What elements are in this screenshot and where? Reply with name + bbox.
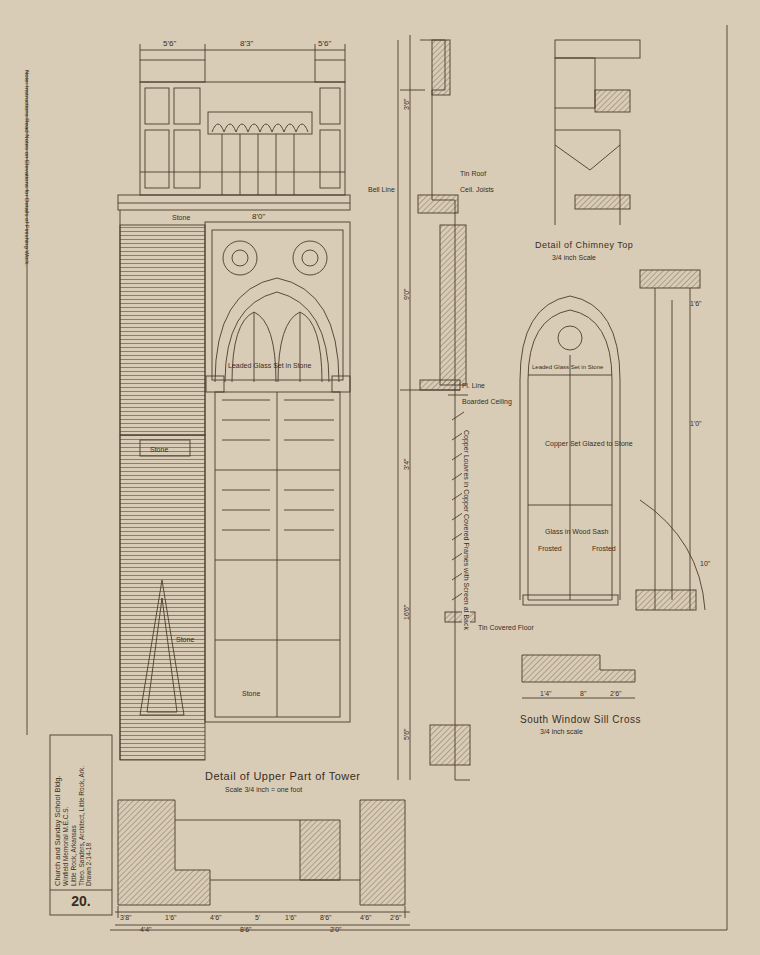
title-block-line: Theo. Sanders, Architect, Little Rock, A… (78, 739, 86, 886)
annotation-label: Note: Instructions Read Notes on Elevati… (23, 70, 30, 266)
annotation-label: Bell Line (368, 186, 395, 194)
annotation-label: Copper Louvres in Copper Covered Frames … (462, 430, 470, 630)
drawing-title: South Window Sill Cross (520, 714, 641, 725)
annotation-label: Stone (242, 690, 260, 698)
drawing-title: Detail of Upper Part of Tower (205, 770, 361, 782)
annotation-label: 8'6" (320, 914, 332, 922)
annotation-label: 4'6" (210, 914, 222, 922)
annotation-label: Copper Set Glazed to Stone (545, 440, 633, 448)
annotation-label: 3'6" (403, 98, 411, 110)
annotation-label: Leaded Glass Set in Stone (228, 362, 311, 370)
annotation-label: 3'4" (403, 458, 411, 470)
annotation-label: 1'6" (690, 300, 702, 308)
annotation-label: 8" (580, 690, 586, 698)
annotation-label: 3/4 inch scale (540, 728, 583, 736)
annotation-label: 4'4" (140, 926, 152, 934)
annotation-label: Fl. Line (462, 382, 485, 390)
annotation-label: Leaded Glass Set in Stone (532, 364, 603, 371)
title-block-line: Little Rock, Arkansas (70, 739, 78, 886)
annotation-label: Ceil. Joists (460, 186, 494, 194)
annotation-label: 8'6" (240, 926, 252, 934)
title-block-line: Winfield Memorial M.E.C.S. (62, 739, 70, 886)
sheet-number-text: 20. (50, 893, 112, 910)
annotation-label: 8'0" (252, 213, 265, 222)
annotation-label: Boarded Ceiling (462, 398, 512, 406)
annotation-label: 2'6" (610, 690, 622, 698)
project-title: Church and Sunday School Bldg. (53, 739, 62, 886)
annotation-label: 1'6" (285, 914, 297, 922)
annotation-label: 16'6" (403, 604, 411, 620)
annotation-label: 5'6" (318, 40, 331, 49)
annotation-label: 5'6" (403, 728, 411, 740)
annotation-label: Frosted (538, 545, 562, 553)
annotation-label: 5'6" (163, 40, 176, 49)
title-block-line: Drawn 2-14-18 (85, 739, 93, 886)
annotation-label: 3'8" (120, 914, 132, 922)
annotation-label: 1'4" (540, 690, 552, 698)
annotation-label: Scale 3/4 inch = one foot (225, 786, 302, 794)
annotation-label: 9'0" (403, 288, 411, 300)
annotation-label: Stone (176, 636, 194, 644)
title-block: Church and Sunday School Bldg.Winfield M… (50, 735, 112, 890)
annotation-label: 5' (255, 914, 260, 922)
annotation-label: 1'6" (165, 914, 177, 922)
annotation-label: Frosted (592, 545, 616, 553)
annotation-label: Tin Roof (460, 170, 486, 178)
annotation-label: 1'0" (690, 420, 702, 428)
drawing-title: Detail of Chimney Top (535, 241, 633, 251)
annotation-label: 3/4 inch Scale (552, 254, 596, 262)
annotation-label: 10" (700, 560, 710, 568)
annotation-label: 4'6" (360, 914, 372, 922)
annotation-label: Stone (150, 446, 168, 454)
annotation-label: 2'6" (390, 914, 402, 922)
annotation-label: Tin Covered Floor (478, 624, 534, 632)
annotation-label: Glass in Wood Sash (545, 528, 608, 536)
sheet-number: 20. (50, 890, 112, 915)
annotation-label: 2'0" (330, 926, 342, 934)
annotation-label: 8'3" (240, 40, 253, 49)
annotation-label: Stone (172, 214, 190, 222)
